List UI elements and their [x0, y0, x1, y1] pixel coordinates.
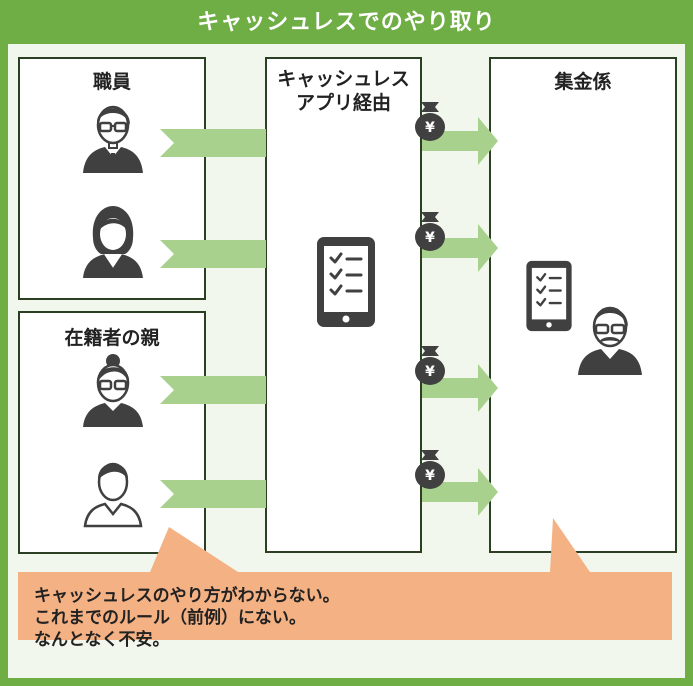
- staff-man-icon: [83, 105, 143, 173]
- arrows-people-to-app: [160, 129, 266, 508]
- comment-text: キャッシュレスのやり方がわからない。 これまでのルール（前例）にない。 なんとな…: [34, 585, 340, 651]
- page-title: キャッシュレスでのやり取り: [197, 10, 496, 35]
- arrow-staff1-to-app: [160, 129, 266, 157]
- smartphone-checklist-icon: [525, 259, 573, 333]
- parents-label: 在籍者の親: [64, 327, 160, 349]
- comment-line-1: キャッシュレスのやり方がわからない。: [34, 586, 340, 606]
- collector-box: 集金係: [489, 57, 677, 553]
- yen-symbol-1: ¥: [425, 120, 435, 136]
- app-box: キャッシュレス アプリ経由: [265, 57, 422, 553]
- staff-woman-icon: [83, 206, 143, 278]
- arrow-app-to-collector-3: [422, 364, 498, 412]
- staff-label: 職員: [92, 71, 131, 93]
- app-label-line2: アプリ経由: [295, 92, 391, 114]
- collector-man-icon: [578, 306, 642, 375]
- arrow-app-to-collector-1: [422, 117, 498, 165]
- comment-bubble: [18, 518, 672, 640]
- yen-symbol-4: ¥: [425, 468, 435, 484]
- comment-line-2: これまでのルール（前例）にない。: [34, 608, 306, 628]
- parent-man-icon: [83, 462, 143, 528]
- arrows-app-to-collector: [422, 117, 498, 516]
- arrow-staff2-to-app: [160, 240, 266, 268]
- arrow-app-to-collector-2: [422, 224, 498, 272]
- parent-woman-icon: [83, 354, 143, 427]
- yen-symbol-3: ¥: [425, 364, 435, 380]
- arrow-parent2-to-app: [160, 480, 266, 508]
- app-label-line1: キャッシュレス: [277, 68, 410, 90]
- yen-symbol-2: ¥: [425, 230, 435, 246]
- arrow-app-to-collector-4: [422, 468, 498, 516]
- arrow-parent1-to-app: [160, 376, 266, 404]
- smartphone-checklist-icon: [315, 235, 377, 329]
- comment-line-3: なんとなく不安。: [34, 630, 170, 650]
- collector-label: 集金係: [554, 71, 612, 93]
